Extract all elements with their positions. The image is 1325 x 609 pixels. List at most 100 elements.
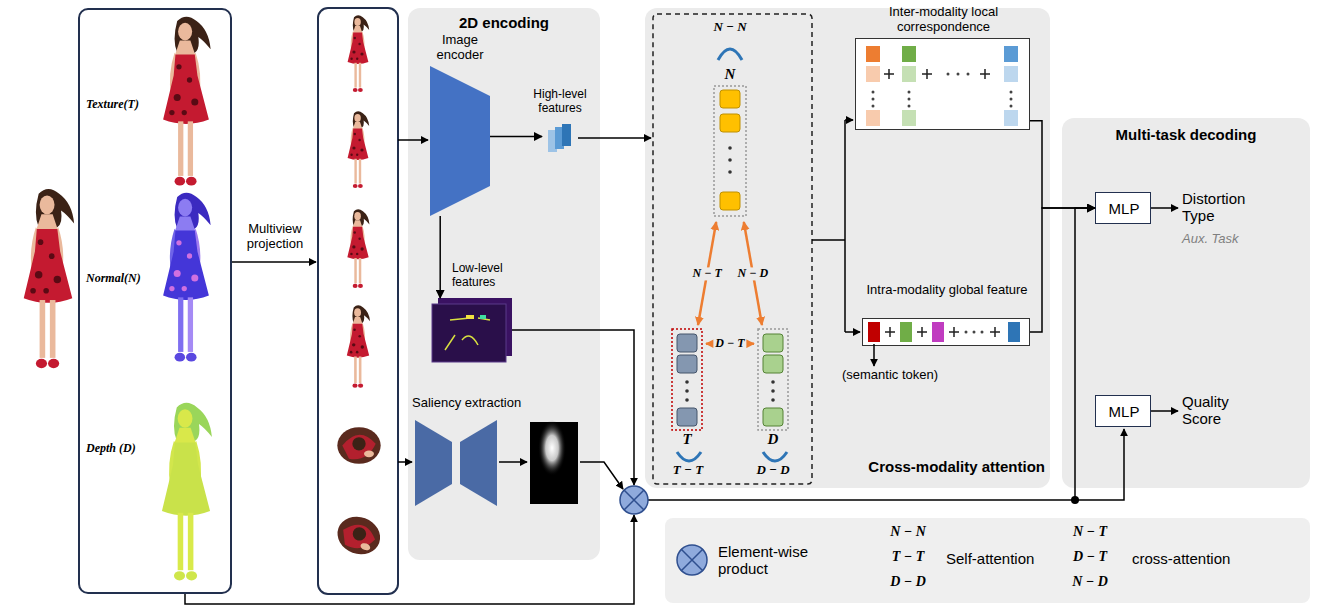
attention-token xyxy=(672,86,788,430)
attention-token xyxy=(720,114,740,132)
node-label: T xyxy=(668,431,706,448)
person-figure xyxy=(163,193,211,362)
encoder-shape xyxy=(430,66,490,216)
flow-arrow xyxy=(232,261,316,263)
edge-label: D − T xyxy=(713,337,746,350)
saliency-network xyxy=(415,420,452,506)
attention-token xyxy=(763,334,783,352)
attention-token xyxy=(763,408,783,426)
saliency-network xyxy=(538,420,566,476)
flow-arrow xyxy=(512,330,634,485)
feature-box: Inter-modality local correspondence xyxy=(855,38,1030,130)
annotation: N − N xyxy=(700,20,760,35)
feature-map: Low-level features xyxy=(432,298,512,362)
flow-arrow xyxy=(185,515,634,604)
stage-panel: 2D encodingImage encoderHigh-level featu… xyxy=(408,8,600,560)
self-attention-arc xyxy=(718,49,742,60)
feature-stack xyxy=(548,124,571,152)
feature-icon: High-level features xyxy=(542,124,578,152)
attention-token xyxy=(720,90,740,210)
attention-token xyxy=(728,170,732,174)
attention-token xyxy=(714,86,746,216)
flow-line xyxy=(648,120,1090,500)
global-token xyxy=(981,331,984,334)
node-label: Image encoder xyxy=(420,33,500,63)
attention-token xyxy=(685,389,689,393)
annotation: D − D xyxy=(743,463,803,478)
correspondence-matrix xyxy=(866,46,1018,126)
person-figure xyxy=(24,17,212,581)
flow-arrow xyxy=(499,461,527,463)
correspondence-matrix xyxy=(872,73,1013,108)
attention-token xyxy=(685,398,689,402)
flow-line xyxy=(844,120,846,332)
attention-token xyxy=(763,355,783,373)
node-label: N xyxy=(710,66,750,83)
node-label: Saliency extraction xyxy=(412,396,584,411)
correspondence-matrix xyxy=(957,73,960,76)
correspondence-matrix xyxy=(902,46,916,62)
junction-dot xyxy=(1071,496,1079,504)
correspondence-matrix xyxy=(902,110,916,126)
attention-token xyxy=(720,192,740,210)
global-token xyxy=(868,322,1020,342)
attention-token xyxy=(763,334,783,426)
self-attention-arc xyxy=(677,49,787,461)
node-label: Inter-modality local correspondence xyxy=(851,5,1036,35)
correspondence-matrix xyxy=(1004,66,1018,82)
node-label: Normal(N) xyxy=(86,272,160,286)
attention-frame xyxy=(653,14,812,484)
global-token xyxy=(900,322,912,342)
global-token xyxy=(885,327,1000,337)
saliency-block: Saliency extraction xyxy=(412,420,584,506)
multiview-figure xyxy=(347,305,370,388)
flow-arrow xyxy=(873,344,875,366)
self-attention-arc xyxy=(677,452,701,461)
node-label: MLP xyxy=(1096,403,1152,420)
flow-arrow xyxy=(580,462,623,489)
self-attention-arc xyxy=(763,452,787,461)
correspondence-matrix xyxy=(902,66,916,82)
legend-label: Self-attention xyxy=(946,550,1058,567)
node-label: Intra-modality global feature xyxy=(863,283,1031,298)
legend-symbol xyxy=(677,545,707,575)
feature-stack xyxy=(562,124,571,146)
saliency-network xyxy=(415,420,578,506)
node-label: High-level features xyxy=(526,88,594,116)
correspondence-matrix xyxy=(872,98,875,101)
flow-arrow xyxy=(185,120,1178,604)
multiview-figure xyxy=(348,15,370,92)
flow-arrow xyxy=(578,137,651,139)
person-figure xyxy=(162,403,212,581)
node-label: Depth (D) xyxy=(86,442,160,456)
encoder-shape xyxy=(430,66,490,216)
flow-line xyxy=(812,239,845,241)
node-label: Low-level features xyxy=(452,262,530,290)
edge-label: N − D xyxy=(736,267,771,280)
attention-column: D xyxy=(754,325,792,450)
stage-panel: Multi-task decodingMLPMLP xyxy=(1062,118,1310,488)
multiview-figure xyxy=(347,209,369,288)
attention-token xyxy=(677,334,697,426)
saliency-network xyxy=(460,420,497,506)
attention-token xyxy=(685,380,689,384)
correspondence-matrix xyxy=(866,110,880,126)
node-label: MLP xyxy=(1096,200,1152,217)
mlp-box: MLP xyxy=(1095,395,1151,427)
attention-token xyxy=(672,329,702,430)
correspondence-matrix xyxy=(1004,46,1018,62)
connector xyxy=(1030,121,1095,208)
input-panel: Texture(T)Normal(N)Depth (D) xyxy=(78,8,232,594)
attention-token xyxy=(677,355,697,373)
low-level-map xyxy=(445,318,490,350)
flow-arrow xyxy=(845,331,860,333)
legend-label: Element-wise product xyxy=(718,543,828,578)
annotation: N − D xyxy=(1062,574,1118,590)
feature-stack xyxy=(548,130,557,152)
encoder-block: Image encoder xyxy=(430,66,490,216)
correspondence-matrix xyxy=(866,66,880,82)
multiview-figure xyxy=(332,511,385,560)
attention-token xyxy=(771,398,775,402)
correspondence-matrix xyxy=(908,91,911,94)
